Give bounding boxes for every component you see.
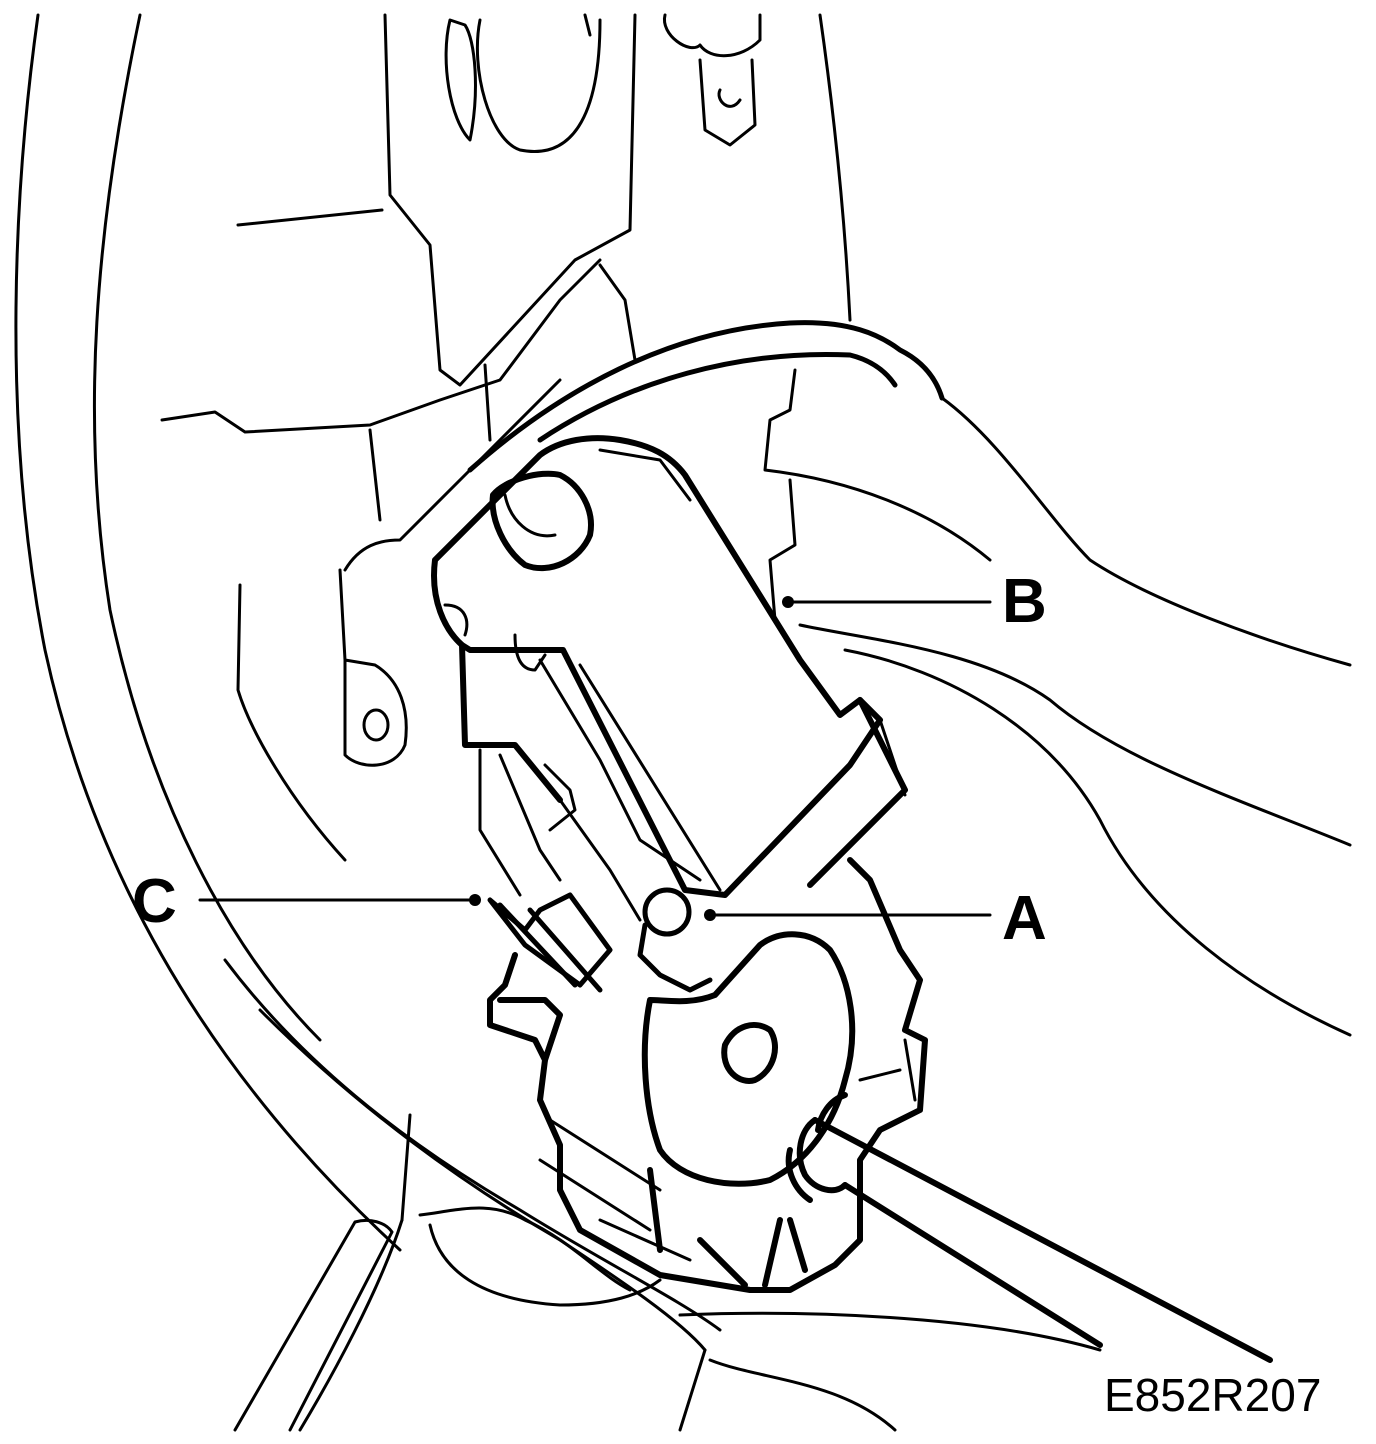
- gear-housing-details: [538, 1038, 917, 1262]
- actuator-housing: [431, 435, 908, 898]
- screw-fastener: [637, 887, 713, 993]
- figure-code: E852R207: [1104, 1369, 1322, 1421]
- leader-dots: [469, 596, 794, 921]
- callout-label-c: C: [132, 867, 177, 936]
- electrical-connector: [487, 892, 613, 993]
- callout-label-a: A: [1002, 884, 1047, 953]
- mounting-bracket: [236, 378, 562, 862]
- lower-structure: [233, 1113, 1102, 1432]
- right-arm: [763, 368, 1352, 1037]
- gear-housing: [487, 857, 928, 1293]
- callout-label-b: B: [1002, 567, 1047, 636]
- left-body-panels: [14, 13, 722, 1352]
- actuator-details: [443, 448, 907, 922]
- leader-lines: [198, 600, 992, 917]
- drive-shaft: [785, 1092, 1273, 1363]
- cable-loop: [467, 320, 945, 473]
- upper-bracket: [160, 13, 852, 522]
